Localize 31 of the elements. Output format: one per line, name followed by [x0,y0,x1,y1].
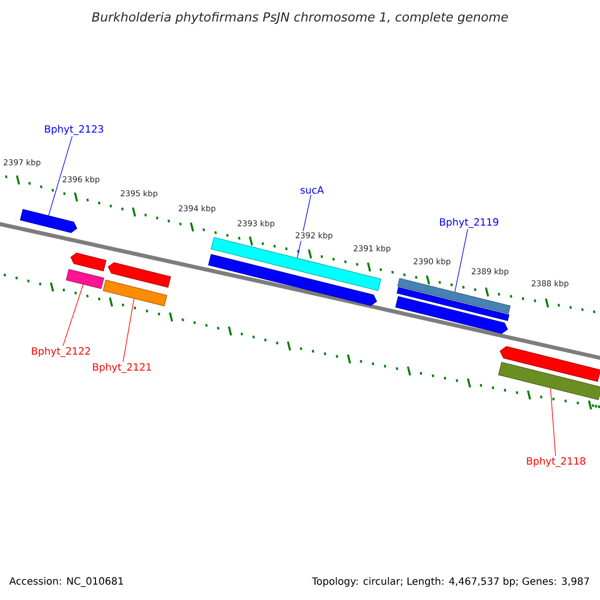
gene-feature [102,280,168,306]
tick-label: 2393 kbp [236,219,276,229]
footer-text: Topology: circular; Length: 4,467,537 bp; Genes: 3,987 [312,577,589,587]
tick-label: 2392 kbp [294,231,334,241]
tick-label: 2389 kbp [470,267,510,277]
gene-label: Bphyt_2121 [93,363,151,373]
gene-feature [500,346,600,382]
gene-feature [395,296,508,334]
tick-label: 2397 kbp [2,158,42,168]
gene-label: Bphyt_2123 [45,125,104,135]
leader-line [454,228,468,292]
gene-label: Bphyt_2122 [32,347,90,357]
gene-label: sucA [300,186,324,194]
tick-label: 2390 kbp [412,257,452,267]
leader-line [48,136,73,216]
tick-label: 2391 kbp [352,244,392,254]
tick-label: 2388 kbp [530,279,570,289]
tick-label: 2396 kbp [61,175,101,185]
gene-feature [70,252,106,272]
gene-feature [108,262,172,288]
tick-label: 2394 kbp [177,204,217,214]
leader-line [62,284,84,346]
gene-label: Bphyt_2118 [527,457,586,467]
leader-line [122,298,134,362]
leader-line [550,388,556,456]
gene-feature [498,362,600,400]
tick-label: 2395 kbp [119,189,159,199]
title: Burkholderia phytofirmans PsJN chromosome 1, complete genome [92,12,508,24]
footer-text: Accession: NC_010681 [9,577,123,587]
gene-label: Bphyt_2119 [440,218,498,228]
gene-feature [208,254,378,306]
